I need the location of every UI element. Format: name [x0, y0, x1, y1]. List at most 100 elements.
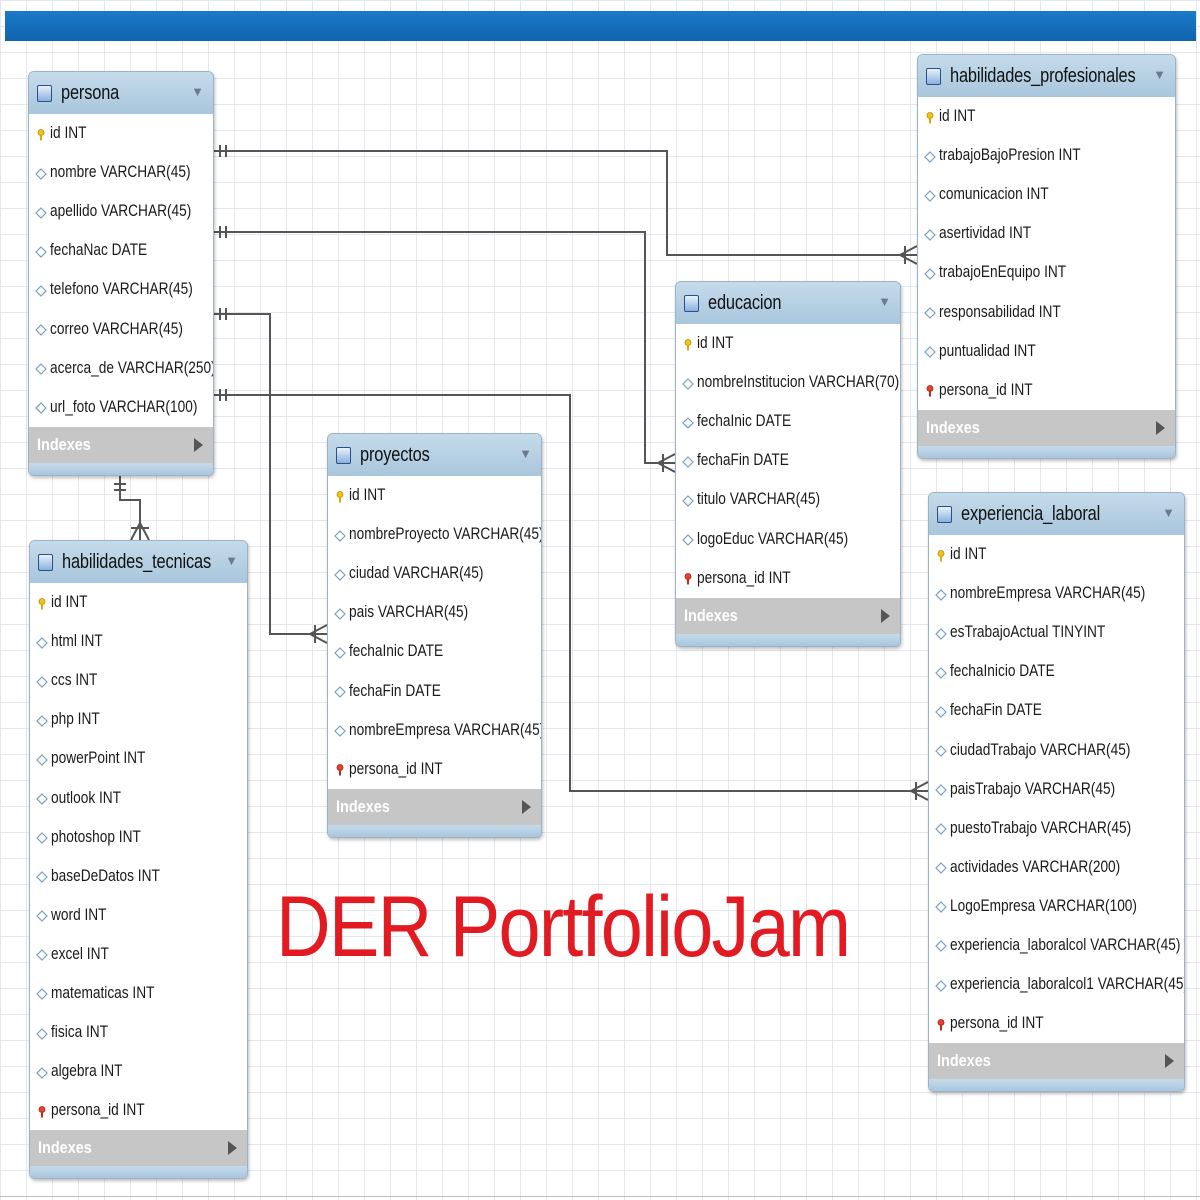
indexes-section[interactable]: Indexes	[676, 597, 900, 634]
table-header[interactable]: educacion ▼	[676, 282, 900, 324]
column-row[interactable]: powerPoint INT	[30, 739, 247, 778]
table-name: educacion	[708, 291, 782, 314]
expand-arrow-icon[interactable]	[194, 437, 203, 452]
column-row[interactable]: html INT	[30, 622, 247, 661]
column-label: fechaFin DATE	[349, 681, 441, 700]
column-row[interactable]: titulo VARCHAR(45)	[676, 480, 900, 519]
column-row[interactable]: excel INT	[30, 935, 247, 974]
column-row[interactable]: php INT	[30, 700, 247, 739]
column-row[interactable]: nombre VARCHAR(45)	[29, 153, 213, 192]
indexes-section[interactable]: Indexes	[918, 409, 1175, 446]
column-row[interactable]: correo VARCHAR(45)	[29, 309, 213, 348]
column-row[interactable]: ccs INT	[30, 661, 247, 700]
column-row[interactable]: LogoEmpresa VARCHAR(100)	[929, 887, 1184, 926]
column-row[interactable]: fechaFin DATE	[328, 671, 541, 710]
column-row[interactable]: puntualidad INT	[918, 332, 1175, 371]
column-row[interactable]: actividades VARCHAR(200)	[929, 848, 1184, 887]
column-row[interactable]: id INT	[30, 583, 247, 622]
table-header[interactable]: habilidades_tecnicas ▼	[30, 541, 247, 583]
column-row[interactable]: fechaNac DATE	[29, 231, 213, 270]
expand-arrow-icon[interactable]	[1156, 420, 1165, 435]
column-label: word INT	[51, 905, 107, 924]
column-row[interactable]: fechaInic DATE	[328, 632, 541, 671]
column-row[interactable]: baseDeDatos INT	[30, 857, 247, 896]
dropdown-arrow-icon[interactable]: ▼	[225, 553, 238, 568]
column-diamond-icon	[924, 189, 936, 202]
column-label: persona_id INT	[939, 380, 1033, 399]
column-row[interactable]: comunicacion INT	[918, 175, 1175, 214]
column-row[interactable]: fechaInic DATE	[676, 402, 900, 441]
column-row[interactable]: fechaFin DATE	[929, 691, 1184, 730]
column-label: id INT	[950, 545, 987, 564]
column-label: fechaInic DATE	[349, 642, 444, 661]
column-row[interactable]: responsabilidad INT	[918, 292, 1175, 331]
column-row[interactable]: esTrabajoActual TINYINT	[929, 613, 1184, 652]
expand-arrow-icon[interactable]	[228, 1141, 237, 1156]
table-header[interactable]: persona ▼	[29, 72, 213, 114]
indexes-section[interactable]: Indexes	[328, 788, 541, 825]
column-row[interactable]: ciudad VARCHAR(45)	[328, 554, 541, 593]
column-row[interactable]: id INT	[328, 476, 541, 515]
table-header[interactable]: habilidades_profesionales ▼	[918, 55, 1175, 97]
column-label: persona_id INT	[51, 1101, 145, 1120]
column-row[interactable]: ciudadTrabajo VARCHAR(45)	[929, 730, 1184, 769]
dropdown-arrow-icon[interactable]: ▼	[878, 294, 891, 309]
dropdown-arrow-icon[interactable]: ▼	[191, 84, 204, 99]
column-row[interactable]: nombreProyecto VARCHAR(45)	[328, 515, 541, 554]
column-row[interactable]: logoEduc VARCHAR(45)	[676, 519, 900, 558]
column-row[interactable]: experiencia_laboralcol1 VARCHAR(45)	[929, 965, 1184, 1004]
column-row[interactable]: outlook INT	[30, 778, 247, 817]
column-row[interactable]: nombreEmpresa VARCHAR(45)	[929, 574, 1184, 613]
indexes-section[interactable]: Indexes	[30, 1130, 247, 1167]
column-row[interactable]: paisTrabajo VARCHAR(45)	[929, 770, 1184, 809]
column-row[interactable]: id INT	[676, 324, 900, 363]
column-row[interactable]: nombreEmpresa VARCHAR(45)	[328, 711, 541, 750]
expand-arrow-icon[interactable]	[522, 799, 531, 814]
column-row[interactable]: fechaInicio DATE	[929, 652, 1184, 691]
column-row[interactable]: persona_id INT	[328, 750, 541, 789]
table-header[interactable]: experiencia_laboral ▼	[929, 493, 1184, 535]
indexes-section[interactable]: Indexes	[29, 426, 213, 463]
column-row[interactable]: nombreInstitucion VARCHAR(70)	[676, 363, 900, 402]
column-diamond-icon	[935, 822, 947, 836]
column-row[interactable]: id INT	[29, 114, 213, 153]
expand-arrow-icon[interactable]	[881, 608, 890, 623]
column-row[interactable]: trabajoBajoPresion INT	[918, 136, 1175, 175]
column-row[interactable]: persona_id INT	[30, 1091, 247, 1130]
column-row[interactable]: trabajoEnEquipo INT	[918, 253, 1175, 292]
column-row[interactable]: persona_id INT	[676, 559, 900, 598]
column-row[interactable]: asertividad INT	[918, 214, 1175, 253]
dropdown-arrow-icon[interactable]: ▼	[1153, 67, 1166, 82]
column-row[interactable]: url_foto VARCHAR(100)	[29, 388, 213, 427]
table-experiencia-laboral[interactable]: experiencia_laboral ▼ id INT nombreEmpres…	[928, 492, 1185, 1093]
column-row[interactable]: persona_id INT	[918, 371, 1175, 410]
column-row[interactable]: telefono VARCHAR(45)	[29, 270, 213, 309]
column-row[interactable]: apellido VARCHAR(45)	[29, 192, 213, 231]
column-row[interactable]: persona_id INT	[929, 1004, 1184, 1043]
column-row[interactable]: fechaFin DATE	[676, 441, 900, 480]
expand-arrow-icon[interactable]	[1165, 1054, 1174, 1069]
column-label: titulo VARCHAR(45)	[697, 490, 821, 509]
column-row[interactable]: algebra INT	[30, 1052, 247, 1091]
column-row[interactable]: word INT	[30, 896, 247, 935]
column-row[interactable]: acerca_de VARCHAR(250)	[29, 349, 213, 388]
column-row[interactable]: matematicas INT	[30, 974, 247, 1013]
column-row[interactable]: pais VARCHAR(45)	[328, 593, 541, 632]
column-list: id INT nombreEmpresa VARCHAR(45)esTrabajo…	[929, 535, 1184, 1043]
column-row[interactable]: id INT	[929, 535, 1184, 574]
key-icon	[35, 128, 47, 141]
dropdown-arrow-icon[interactable]: ▼	[1162, 505, 1175, 520]
column-row[interactable]: photoshop INT	[30, 818, 247, 857]
column-row[interactable]: puestoTrabajo VARCHAR(45)	[929, 809, 1184, 848]
column-row[interactable]: fisica INT	[30, 1013, 247, 1052]
table-header[interactable]: proyectos ▼	[328, 434, 541, 476]
column-row[interactable]: experiencia_laboralcol VARCHAR(45)	[929, 926, 1184, 965]
dropdown-arrow-icon[interactable]: ▼	[519, 446, 532, 461]
indexes-section[interactable]: Indexes	[929, 1043, 1184, 1080]
column-row[interactable]: id INT	[918, 97, 1175, 136]
